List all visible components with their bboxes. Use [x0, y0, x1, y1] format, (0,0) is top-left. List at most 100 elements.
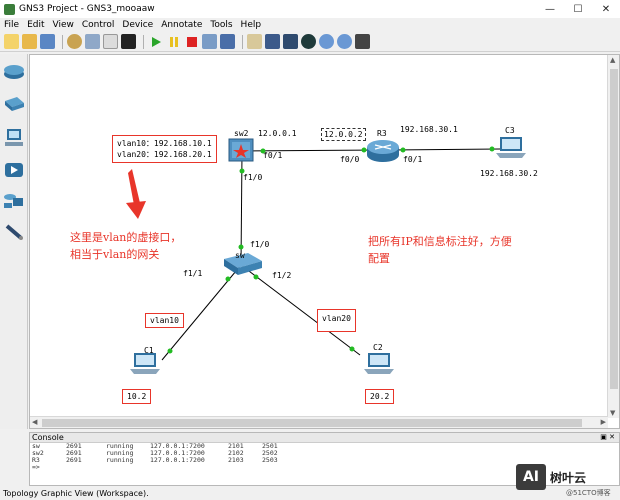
- security-device-icon[interactable]: [3, 160, 25, 180]
- sw-port-f10: f1/0: [250, 240, 270, 249]
- scroll-up-icon[interactable]: ▲: [610, 56, 616, 64]
- c1-label: C1: [144, 346, 154, 355]
- vertical-scroll-thumb[interactable]: [610, 69, 618, 389]
- menu-help[interactable]: Help: [240, 20, 262, 30]
- pc-device-icon[interactable]: [3, 128, 25, 148]
- insert-picture-icon[interactable]: [265, 34, 280, 49]
- gateway-explanation-note[interactable]: 这里是vlan的虚接口， 相当于vlan的网关: [70, 229, 181, 263]
- window-title: GNS3 Project - GNS3_mooaaw: [19, 4, 155, 14]
- pause-icon[interactable]: [166, 34, 181, 49]
- gns3-app-icon: [4, 3, 15, 15]
- all-devices-icon[interactable]: [3, 190, 25, 210]
- port-status-dot: [361, 147, 367, 153]
- scroll-right-icon[interactable]: ▶: [600, 418, 606, 426]
- vlan-interface-note[interactable]: vlan10：192.168.10.1 vlan20：192.168.20.1: [112, 135, 217, 163]
- r3-port-f00: f0/0: [340, 155, 360, 164]
- sw-switch-icon[interactable]: [224, 253, 262, 275]
- zoom-in-icon[interactable]: [319, 34, 334, 49]
- vlan10-gateway-text: vlan10：192.168.10.1: [117, 139, 212, 148]
- open-project-icon[interactable]: [22, 34, 37, 49]
- r3-c3-ip-label: 192.168.30.1: [400, 125, 458, 134]
- link-sw-c2[interactable]: [240, 264, 361, 356]
- minimize-button[interactable]: —: [545, 3, 555, 15]
- console-prompt[interactable]: =>: [32, 463, 40, 471]
- topology-workspace[interactable]: sw2 12.0.0.1 12.0.0.2 R3 192.168.30.1 C3…: [29, 54, 620, 429]
- vlan10-note[interactable]: vlan10: [145, 313, 184, 328]
- sw-label: sw: [235, 251, 245, 260]
- port-status-dot: [489, 146, 495, 152]
- add-note-icon[interactable]: [247, 34, 262, 49]
- cable-icon[interactable]: [3, 222, 25, 242]
- gateway-note-line-2: 相当于vlan的网关: [70, 248, 160, 261]
- menu-annotate[interactable]: Annotate: [161, 20, 203, 30]
- console-icon[interactable]: [121, 34, 136, 49]
- scroll-down-icon[interactable]: ▼: [610, 409, 616, 417]
- c2-pc-icon[interactable]: [364, 353, 394, 374]
- vlan20-gateway-text: vlan20：192.168.20.1: [117, 150, 212, 159]
- c1-ip-note[interactable]: 10.2: [122, 389, 152, 404]
- console-close-icon[interactable]: ▣ ✕: [600, 433, 615, 441]
- screenshot-icon[interactable]: [355, 34, 370, 49]
- virtualbox-icon[interactable]: [220, 34, 235, 49]
- watermark-name: 树叶云: [550, 470, 587, 485]
- toolbar-divider: [242, 34, 243, 49]
- port-status-dot: [400, 147, 406, 153]
- console-header: Console ▣ ✕: [30, 433, 619, 443]
- status-bar: Topology Graphic View (Workspace).: [0, 486, 620, 500]
- menu-device[interactable]: Device: [122, 20, 154, 30]
- stop-icon[interactable]: [184, 34, 199, 49]
- tip-note-line-1: 把所有IP和信息标注好，方便: [368, 235, 512, 248]
- menu-tools[interactable]: Tools: [210, 20, 233, 30]
- save-project-icon[interactable]: [40, 34, 55, 49]
- sw2-device-icon[interactable]: [228, 138, 254, 162]
- port-status-dot: [225, 276, 231, 282]
- reload-icon[interactable]: [202, 34, 217, 49]
- new-project-icon[interactable]: [4, 34, 19, 49]
- port-status-dot: [238, 244, 244, 250]
- horizontal-scroll-thumb[interactable]: [42, 419, 582, 427]
- link-icon[interactable]: [85, 34, 100, 49]
- scroll-left-icon[interactable]: ◀: [32, 418, 38, 426]
- r3-label: R3: [377, 129, 387, 138]
- menu-view[interactable]: View: [52, 20, 74, 30]
- watermark-logo: AI: [516, 464, 546, 490]
- toolbar: [0, 32, 620, 52]
- menu-edit[interactable]: Edit: [27, 20, 45, 30]
- tip-note-line-2: 配置: [368, 252, 390, 265]
- r3-router-icon[interactable]: [367, 140, 399, 162]
- menu-file[interactable]: File: [4, 20, 20, 30]
- c1-pc-icon[interactable]: [130, 353, 160, 374]
- link-r3-c3[interactable]: [389, 148, 501, 151]
- port-status-dot: [260, 148, 266, 154]
- c2-ip-note[interactable]: 20.2: [365, 389, 395, 404]
- port-status-dot: [167, 348, 173, 354]
- toolbar-divider: [143, 34, 144, 49]
- annotation-tip-note[interactable]: 把所有IP和信息标注好，方便 配置: [368, 233, 512, 267]
- select-icon[interactable]: [103, 34, 118, 49]
- topology-canvas[interactable]: sw2 12.0.0.1 12.0.0.2 R3 192.168.30.1 C3…: [30, 55, 608, 418]
- menu-bar: File Edit View Control Device Annotate T…: [0, 18, 620, 32]
- snapshot-icon[interactable]: [67, 34, 82, 49]
- draw-ellipse-icon[interactable]: [301, 34, 316, 49]
- sw-port-f11: f1/1: [183, 269, 203, 278]
- sw2-label: sw2: [234, 129, 249, 138]
- vertical-scrollbar[interactable]: ▲ ▼: [607, 55, 619, 418]
- vlan20-note[interactable]: vlan20: [317, 309, 356, 332]
- switch-device-icon[interactable]: [3, 94, 25, 114]
- menu-control[interactable]: Control: [81, 20, 115, 30]
- c3-pc-icon[interactable]: [496, 137, 526, 158]
- start-icon[interactable]: [148, 34, 163, 49]
- close-button[interactable]: ✕: [601, 3, 611, 15]
- zoom-out-icon[interactable]: [337, 34, 352, 49]
- horizontal-scrollbar[interactable]: ◀ ▶: [30, 416, 608, 428]
- maximize-button[interactable]: ☐: [573, 3, 583, 15]
- port-status-dot: [349, 346, 355, 352]
- router-device-icon[interactable]: [3, 62, 25, 82]
- toolbar-divider: [62, 34, 63, 49]
- draw-rectangle-icon[interactable]: [283, 34, 298, 49]
- r3-ip-label: 12.0.0.2: [321, 128, 366, 141]
